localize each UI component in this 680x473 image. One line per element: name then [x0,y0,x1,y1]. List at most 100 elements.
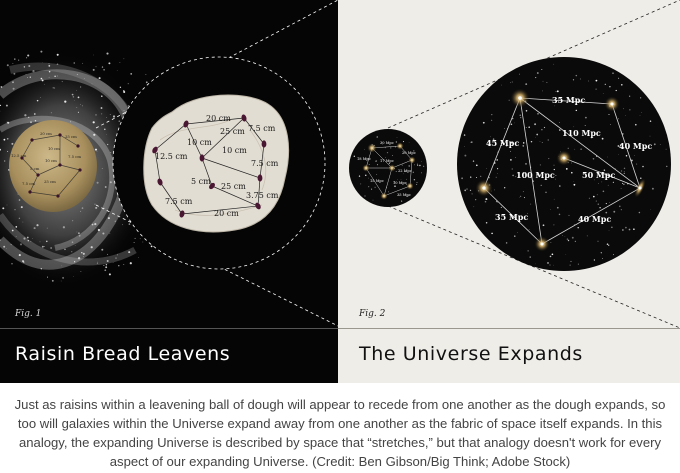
star [584,116,587,119]
star [404,170,406,173]
star [559,185,561,187]
star [488,176,490,179]
star [491,232,493,235]
galaxy-icons [475,88,646,252]
flour-speck [109,232,111,234]
star [523,197,525,199]
flour-speck [27,54,30,57]
dough-loaf: 20 cm 25 cm 10 cm 12.5 cm 10 cm 7.5 cm 5… [9,120,97,212]
star [591,138,592,139]
flour-speck [81,252,83,254]
flour-speck [22,221,24,223]
star [549,255,552,258]
star [605,211,608,214]
star [643,147,645,149]
galaxy-distance-label: 50 Mpc [582,170,615,180]
flour-speck [70,121,72,123]
flour-speck [107,253,109,255]
star [623,108,624,110]
star [530,203,532,205]
flour-speck [112,262,114,263]
star [525,83,528,85]
star [497,168,499,170]
star [629,109,631,111]
star [573,224,575,226]
flour-speck [76,231,78,233]
flour-speck [0,86,3,88]
flour-speck [106,133,108,135]
star [371,188,373,190]
flour-speck [33,113,36,115]
flour-speck [14,209,16,211]
figure-caption: Just as raisins within a leavening ball … [14,397,666,469]
raisin-distance-label: 7.5 cm [165,197,193,206]
flour-speck [54,75,56,78]
flour-speck [36,224,39,227]
flour-speck [102,232,105,235]
star [539,175,540,176]
galaxy-distance-label: 35 Mpc [552,95,585,105]
flour-speck [119,86,122,88]
star [500,206,502,208]
star [553,168,555,171]
flour-speck [101,113,103,115]
star [565,168,568,170]
flour-speck [96,151,98,152]
star [385,157,386,158]
star [553,264,554,266]
flour-speck [92,68,95,71]
flour-speck [82,62,84,64]
star [400,179,402,180]
flour-speck [107,217,110,220]
star [571,236,574,239]
star [413,150,415,152]
flour-speck [130,73,133,75]
star [595,79,598,82]
star [617,118,620,120]
star [612,254,615,256]
star [408,195,409,197]
star [504,128,506,129]
star [640,97,642,99]
star [542,90,543,92]
star [495,176,497,178]
star [497,201,499,203]
star [568,214,570,216]
star [541,69,543,70]
flour-speck [15,226,18,228]
flour-speck [74,261,76,263]
star [382,143,383,145]
flour-speck [106,117,107,118]
star [623,167,626,170]
star [650,209,651,210]
raisin-distance-label: 20 cm [214,209,239,218]
flour-speck [106,259,109,263]
star [608,230,610,231]
star [636,163,638,165]
flour-speck [52,87,54,89]
flour-speck [101,168,103,169]
star [413,164,415,166]
star [575,74,578,77]
star [504,187,506,189]
loaf-distance-label: 5 cm [30,166,40,171]
galaxy-distance-label: 35 Mpc [495,212,528,222]
flour-speck [6,137,9,140]
flour-speck [96,181,99,184]
universe-expands-title: The Universe Expands [359,343,583,365]
star [480,175,482,177]
star [642,165,644,168]
flour-speck [7,121,10,124]
star [540,184,542,187]
star [376,174,378,175]
star [597,240,599,242]
flour-speck [129,262,132,265]
star [530,140,533,143]
star [559,129,561,131]
star [625,154,628,157]
star [554,105,556,107]
flour-speck [20,243,22,246]
raisin-distance-label: 25 cm [221,182,246,191]
star [470,141,472,143]
flour-speck [6,121,8,123]
